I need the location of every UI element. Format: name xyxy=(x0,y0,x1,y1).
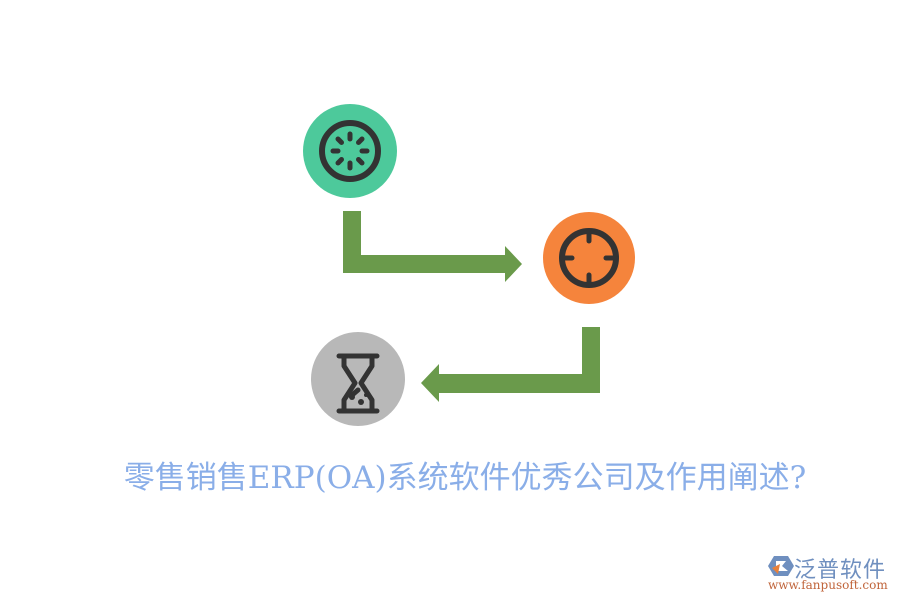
loading-spinner-icon xyxy=(319,120,381,182)
crosshair-target-icon xyxy=(559,228,619,288)
arrow-loading-to-target xyxy=(343,211,522,282)
arrow-target-to-hourglass xyxy=(421,327,600,402)
node-loading xyxy=(303,104,397,198)
watermark-logo: 泛普软件 www.fanpusoft.com xyxy=(766,552,896,596)
page-title: 零售销售ERP(OA)系统软件优秀公司及作用阐述? xyxy=(123,460,807,496)
watermark-name: 泛普软件 xyxy=(794,558,887,583)
node-target xyxy=(543,212,635,304)
fanpu-logo-icon xyxy=(768,556,794,576)
watermark-url: www.fanpusoft.com xyxy=(768,578,888,592)
node-hourglass xyxy=(311,332,405,426)
hourglass-icon xyxy=(336,353,380,414)
